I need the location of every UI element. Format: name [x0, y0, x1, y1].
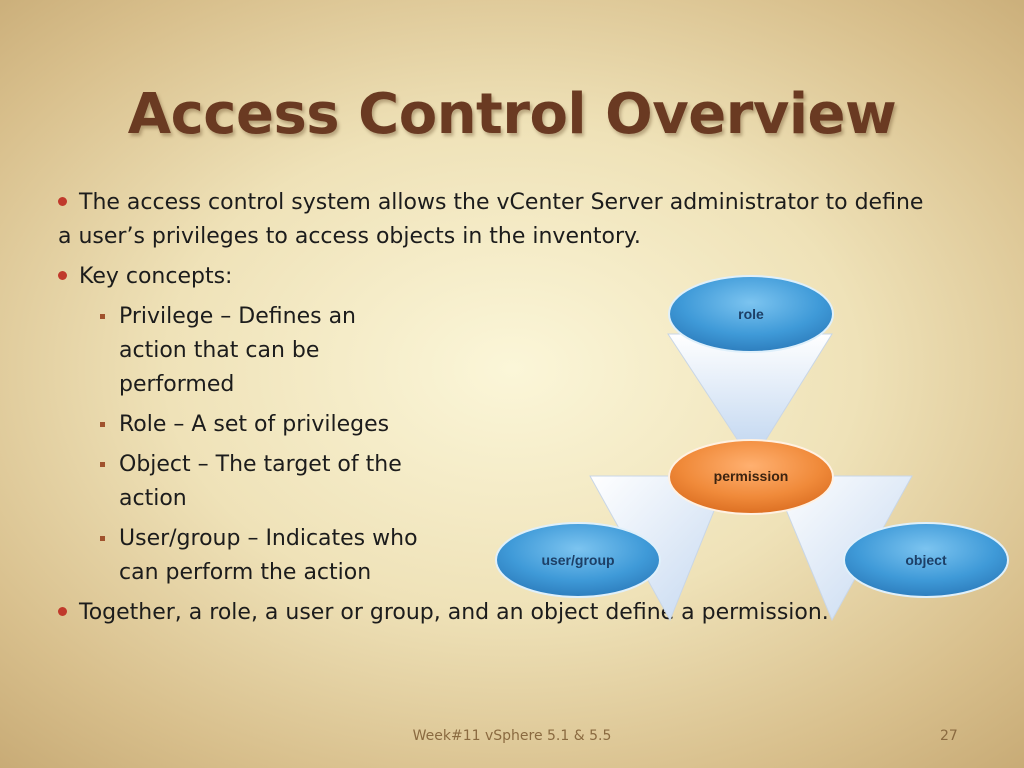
- sub-bullet-item: Role – A set of privileges: [58, 408, 429, 442]
- permission-diagram: role permission user/group object: [490, 272, 1020, 622]
- sub-bullet-text: Privilege – Defines an action that can b…: [119, 304, 356, 397]
- bullet-item: Key concepts:: [58, 260, 938, 294]
- sub-bullet-item: Privilege – Defines an action that can b…: [58, 300, 429, 402]
- permission-node: permission: [668, 439, 834, 515]
- permission-label: permission: [714, 468, 789, 484]
- sub-bullet-text: Object – The target of the action: [119, 452, 402, 511]
- sub-bullet-item: User/group – Indicates who can perform t…: [58, 522, 429, 590]
- sub-bullet-item: Object – The target of the action: [58, 448, 429, 516]
- role-label: role: [738, 306, 764, 322]
- bullet-item: Together, a role, a user or group, and a…: [58, 596, 938, 630]
- user-group-label: user/group: [541, 552, 614, 568]
- user-group-node: user/group: [495, 522, 661, 598]
- role-node: role: [668, 275, 834, 353]
- bullet-dot-icon: [58, 606, 67, 616]
- slide-footer: Week#11 vSphere 5.1 & 5.5: [412, 728, 612, 744]
- square-bullet-icon: [100, 422, 105, 427]
- bullet-text: The access control system allows the vCe…: [58, 190, 924, 249]
- square-bullet-icon: [100, 462, 105, 467]
- bullet-text: Together, a role, a user or group, and a…: [79, 600, 829, 625]
- square-bullet-icon: [100, 314, 105, 319]
- bullet-text: Key concepts:: [79, 264, 233, 289]
- bullet-dot-icon: [58, 196, 67, 206]
- sub-bullet-text: User/group – Indicates who can perform t…: [119, 526, 418, 585]
- object-label: object: [905, 552, 947, 568]
- page-number: 27: [940, 728, 958, 744]
- square-bullet-icon: [100, 536, 105, 541]
- object-node: object: [843, 522, 1009, 598]
- sub-bullet-text: Role – A set of privileges: [119, 412, 390, 437]
- bullet-dot-icon: [58, 270, 67, 280]
- slide-title: Access Control Overview: [127, 82, 897, 147]
- sub-bullet-list: Privilege – Defines an action that can b…: [58, 300, 938, 590]
- bullet-item: The access control system allows the vCe…: [58, 186, 938, 254]
- slide-content: The access control system allows the vCe…: [58, 186, 938, 636]
